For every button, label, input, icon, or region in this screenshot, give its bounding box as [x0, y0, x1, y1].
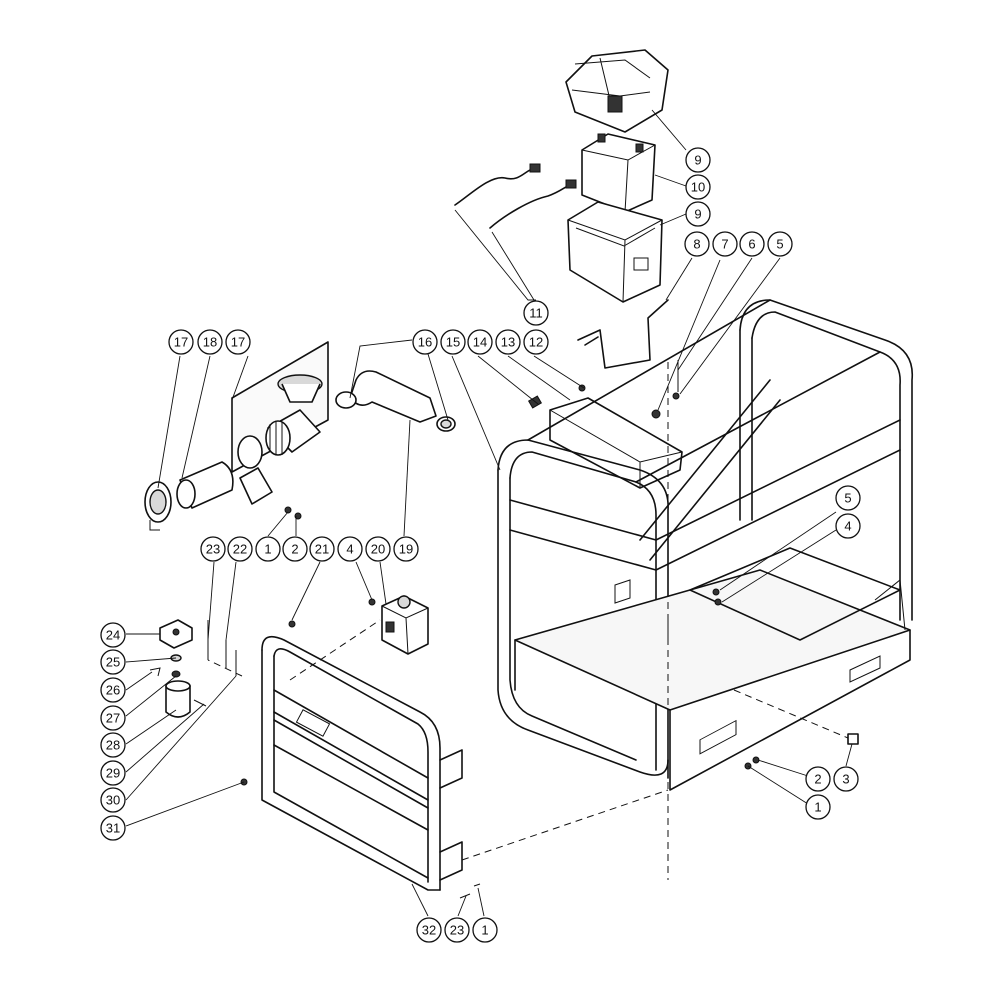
callout-label: 10	[691, 180, 705, 195]
callout-label: 21	[315, 542, 329, 557]
callout-8: 8	[684, 231, 710, 257]
callout-label: 28	[106, 738, 120, 753]
air-cleaner-assembly	[144, 341, 329, 531]
switch-hardware	[149, 619, 207, 718]
callout-4-right: 4	[835, 513, 861, 539]
callout-9-box: 9	[685, 201, 711, 227]
battery-box	[567, 201, 663, 303]
callout-22: 22	[227, 536, 253, 562]
callout-2-left: 2	[282, 536, 308, 562]
callout-label: 24	[106, 628, 120, 643]
callout-label: 23	[450, 923, 464, 938]
battery-cover	[565, 49, 669, 133]
callout-label: 20	[371, 542, 385, 557]
callout-label: 1	[814, 800, 821, 815]
callout-3: 3	[833, 766, 859, 792]
callout-30: 30	[100, 787, 126, 813]
callout-29: 29	[100, 760, 126, 786]
intake-elbow	[335, 370, 456, 432]
callout-label: 26	[106, 683, 120, 698]
callout-12: 12	[523, 329, 549, 355]
callout-5-top: 5	[767, 231, 793, 257]
callout-21: 21	[309, 536, 335, 562]
callout-25: 25	[100, 649, 126, 675]
callout-31: 31	[100, 815, 126, 841]
callout-label: 8	[693, 237, 700, 252]
callout-20: 20	[365, 536, 391, 562]
callout-18: 18	[197, 329, 223, 355]
callout-label: 23	[206, 542, 220, 557]
callout-label: 4	[346, 542, 353, 557]
callout-17-left: 17	[168, 329, 194, 355]
callout-5-right: 5	[835, 485, 861, 511]
callout-label: 32	[422, 923, 436, 938]
callout-label: 30	[106, 793, 120, 808]
leader-lines	[125, 109, 853, 917]
callout-16: 16	[412, 329, 438, 355]
callout-14: 14	[467, 329, 493, 355]
battery-strap	[577, 299, 669, 369]
front-frame	[240, 635, 463, 891]
callout-label: 2	[814, 772, 821, 787]
callout-label: 9	[694, 153, 701, 168]
callout-4-mid: 4	[337, 536, 363, 562]
callout-label: 7	[721, 237, 728, 252]
callout-label: 18	[203, 335, 217, 350]
callout-label: 17	[174, 335, 188, 350]
callout-15: 15	[440, 329, 466, 355]
callout-17-right: 17	[225, 329, 251, 355]
callout-label: 14	[473, 335, 487, 350]
callout-label: 13	[501, 335, 515, 350]
callout-label: 19	[399, 542, 413, 557]
callout-32: 32	[416, 917, 442, 943]
callout-11: 11	[523, 300, 549, 326]
callout-label: 6	[748, 237, 755, 252]
callout-label: 27	[106, 711, 120, 726]
fastener-bits	[207, 360, 859, 899]
callout-2-right: 2	[805, 766, 831, 792]
callout-label: 11	[529, 306, 543, 321]
main-frame	[497, 299, 914, 791]
callout-label: 1	[481, 923, 488, 938]
callout-1-right: 1	[805, 794, 831, 820]
callout-23-bottom: 23	[444, 917, 470, 943]
callout-label: 5	[844, 491, 851, 506]
callout-label: 31	[106, 821, 120, 836]
callout-label: 9	[694, 207, 701, 222]
battery	[581, 133, 656, 213]
callout-label: 17	[231, 335, 245, 350]
assembly-dashed-lines	[207, 362, 849, 880]
callout-label: 2	[291, 542, 298, 557]
callout-1-bottom: 1	[472, 917, 498, 943]
callout-6: 6	[739, 231, 765, 257]
callout-label: 29	[106, 766, 120, 781]
callout-7: 7	[712, 231, 738, 257]
callout-27: 27	[100, 705, 126, 731]
callout-label: 3	[842, 772, 849, 787]
callout-label: 5	[776, 237, 783, 252]
callout-label: 15	[446, 335, 460, 350]
control-box	[381, 595, 429, 655]
callout-1-left: 1	[255, 536, 281, 562]
callout-23-left: 23	[200, 536, 226, 562]
callout-13: 13	[495, 329, 521, 355]
callout-label: 22	[233, 542, 247, 557]
callout-26: 26	[100, 677, 126, 703]
callout-label: 4	[844, 519, 851, 534]
battery-cables	[454, 163, 577, 229]
callout-24: 24	[100, 622, 126, 648]
callout-label: 16	[418, 335, 432, 350]
callout-9-top: 9	[685, 147, 711, 173]
callout-label: 1	[264, 542, 271, 557]
callout-28: 28	[100, 732, 126, 758]
callout-label: 25	[106, 655, 120, 670]
callout-10: 10	[685, 174, 711, 200]
callout-label: 12	[529, 335, 543, 350]
callout-19: 19	[393, 536, 419, 562]
